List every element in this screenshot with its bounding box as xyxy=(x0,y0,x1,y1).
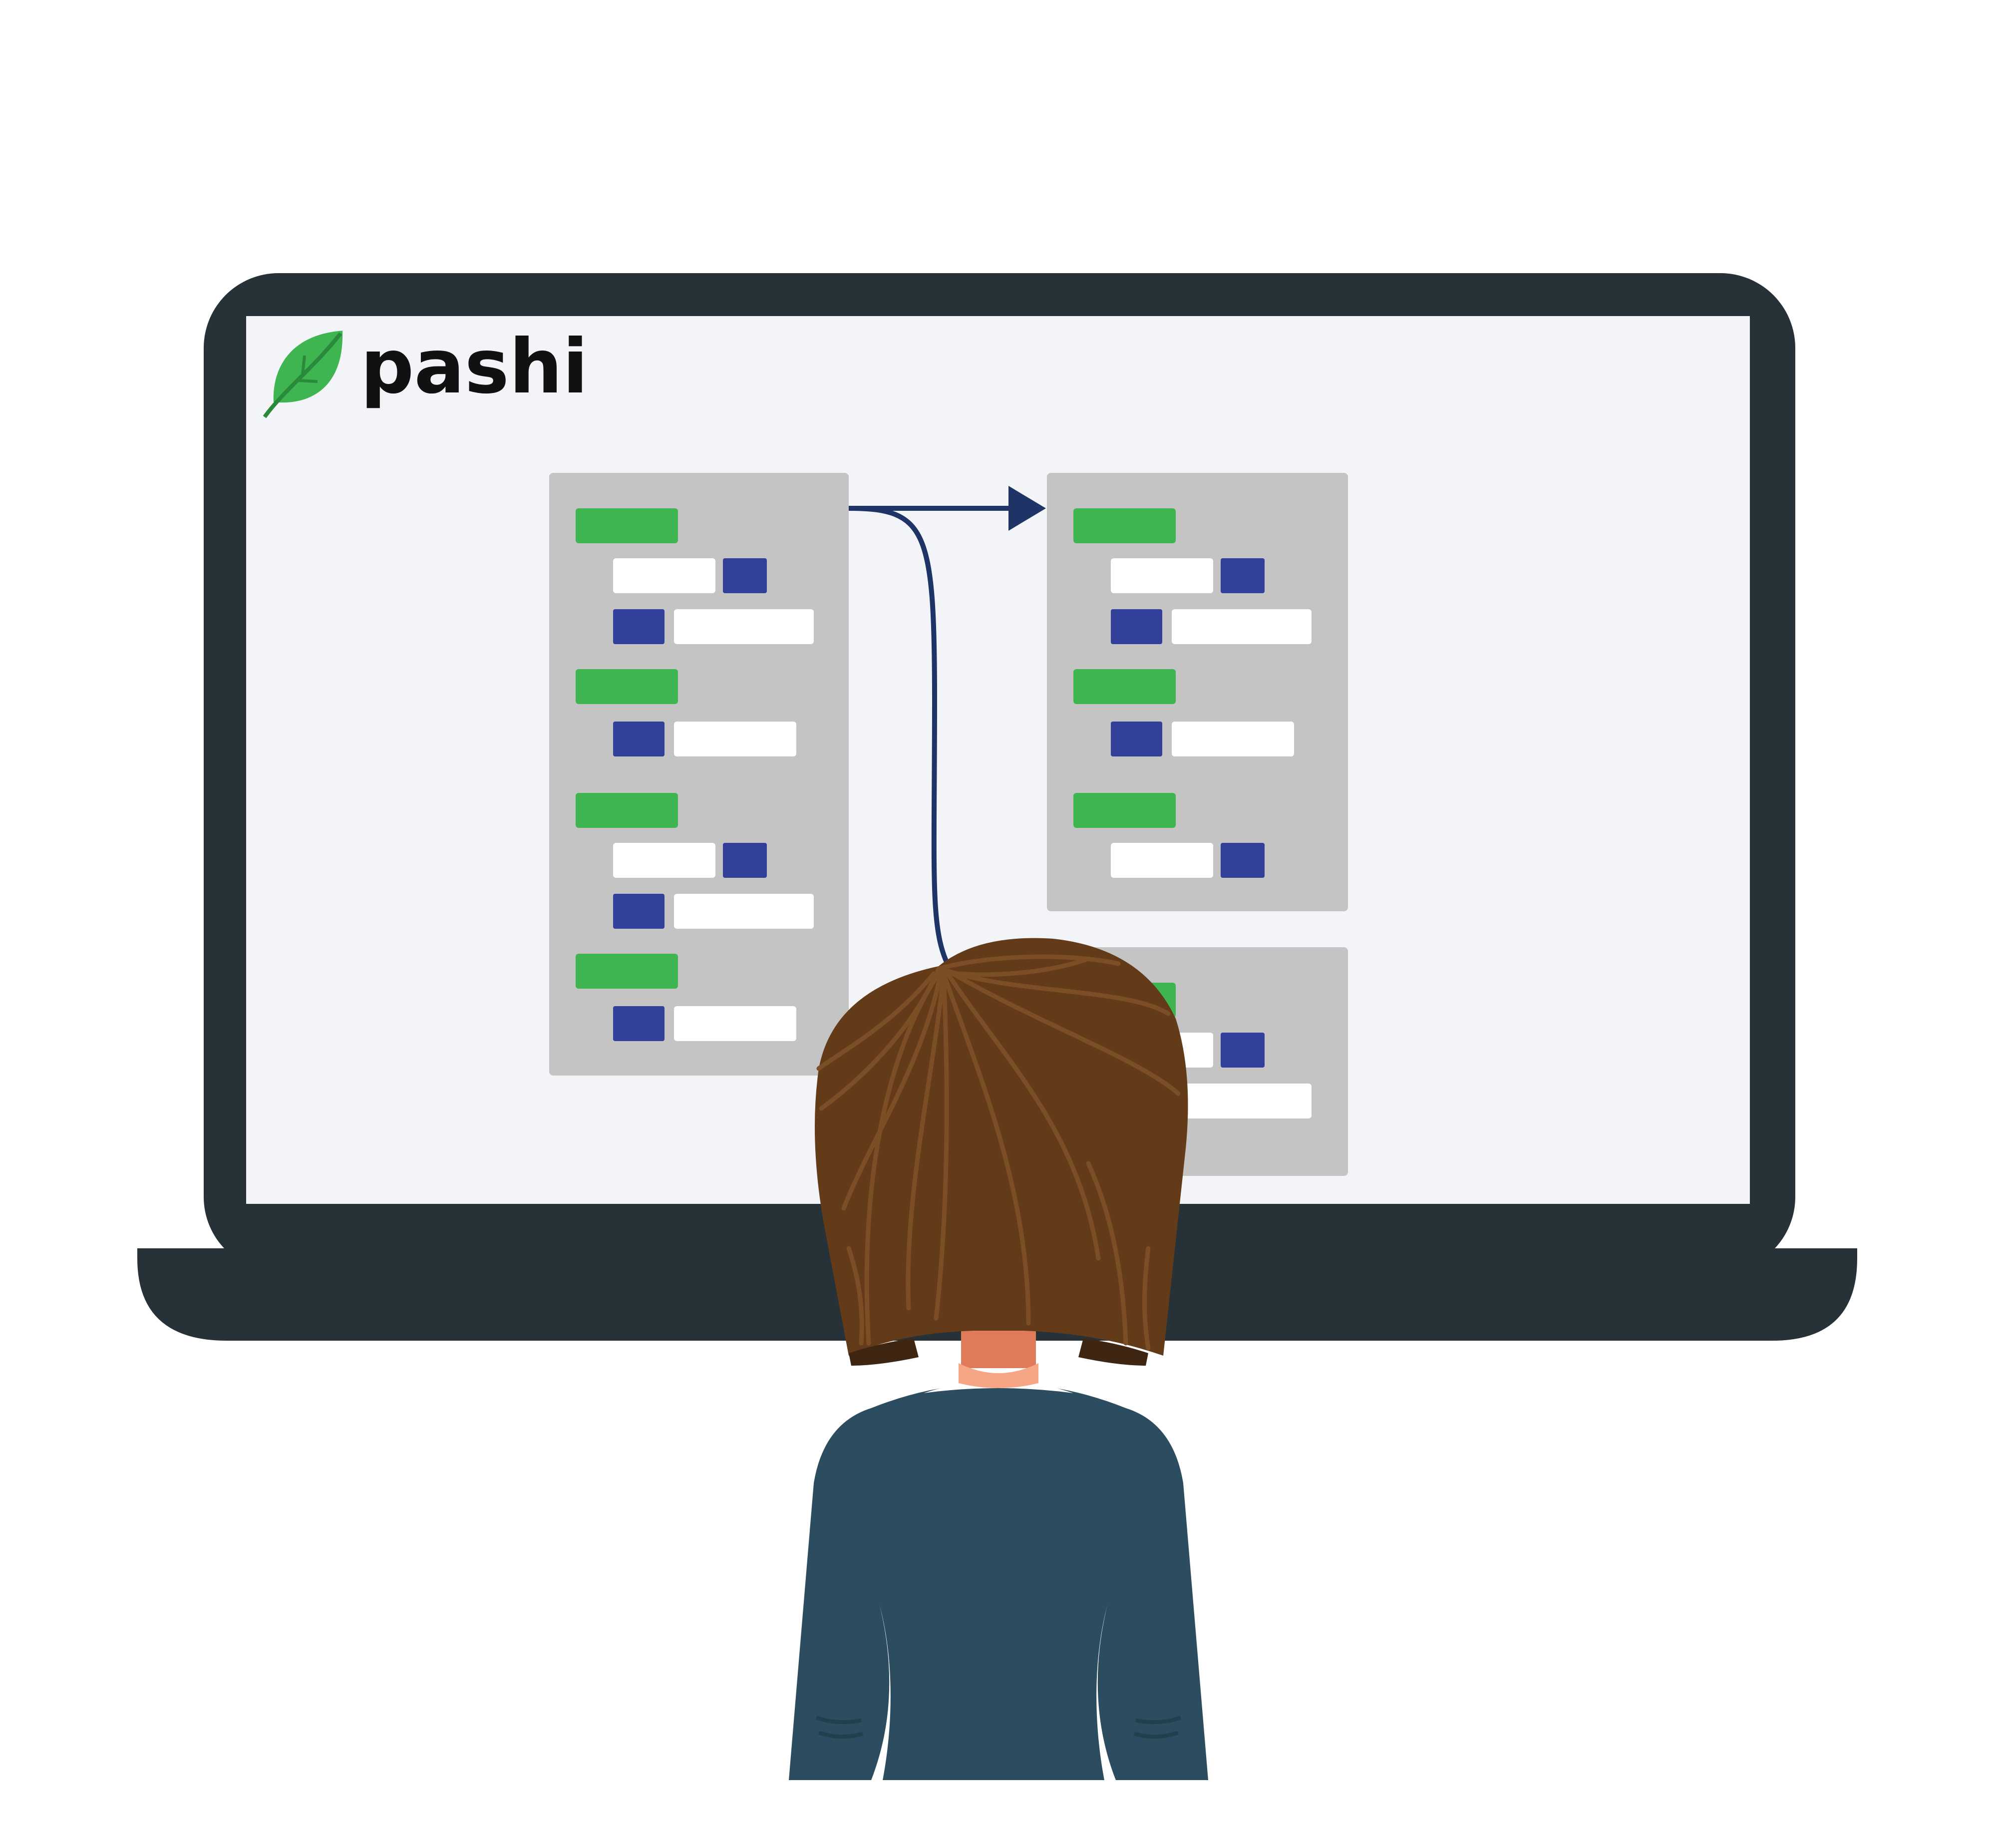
header-block xyxy=(576,793,678,828)
value-block xyxy=(613,558,715,593)
left-panel xyxy=(549,473,849,1076)
value-block xyxy=(613,843,715,878)
type-block xyxy=(723,558,767,593)
header-block xyxy=(1073,793,1176,828)
value-block xyxy=(1111,843,1213,878)
header-block xyxy=(576,954,678,989)
type-block xyxy=(613,894,664,929)
brand-logo: pashi xyxy=(263,324,588,418)
value-block xyxy=(674,1006,796,1041)
type-block xyxy=(613,722,664,756)
leaf-logo-icon xyxy=(263,331,343,418)
header-block xyxy=(576,508,678,543)
type-block xyxy=(1111,609,1162,644)
value-block xyxy=(1172,722,1294,756)
value-block xyxy=(1172,609,1312,644)
value-block xyxy=(674,609,814,644)
type-block xyxy=(613,609,664,644)
header-block xyxy=(1073,508,1176,543)
value-block xyxy=(1111,558,1213,593)
person-figure xyxy=(789,938,1208,1780)
value-block xyxy=(674,894,814,929)
type-block xyxy=(723,843,767,878)
brand-name: pashi xyxy=(360,324,588,410)
type-block xyxy=(1221,1033,1265,1068)
type-block xyxy=(1111,722,1162,756)
header-block xyxy=(1073,669,1176,704)
type-block xyxy=(1221,843,1265,878)
value-block xyxy=(1172,1084,1312,1118)
type-block xyxy=(1221,558,1265,593)
value-block xyxy=(674,722,796,756)
header-block xyxy=(576,669,678,704)
right-top-panel xyxy=(1047,473,1348,911)
jacket xyxy=(789,1383,1208,1780)
type-block xyxy=(613,1006,664,1041)
connector-arrow-icon xyxy=(848,486,1046,968)
